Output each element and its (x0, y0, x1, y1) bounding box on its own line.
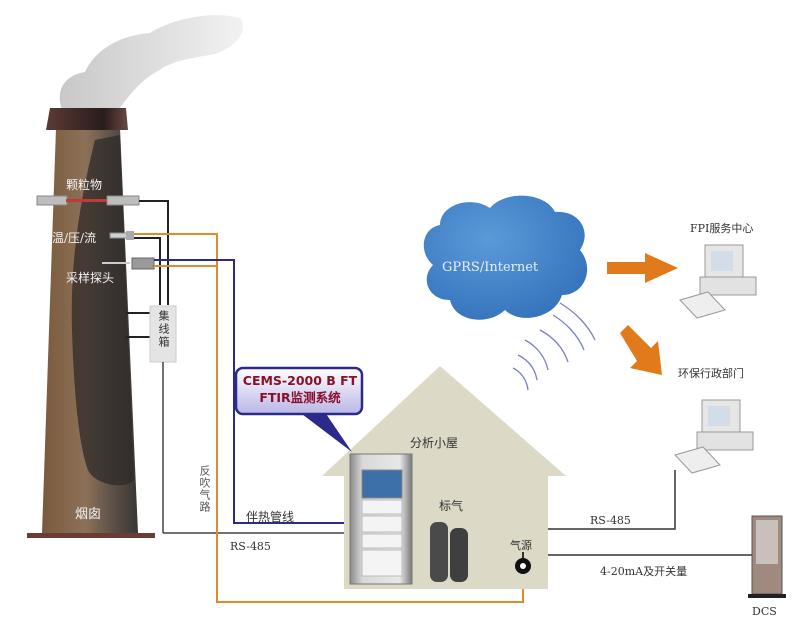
smoke (59, 15, 244, 110)
heated-line-label: 伴热管线 (246, 510, 295, 524)
arrow-to-agency-icon (620, 325, 662, 375)
dcs-server-icon (748, 515, 786, 598)
signal-wires (126, 200, 169, 338)
fpi-computer-icon (679, 244, 757, 319)
sensor-label-probe: 采样探头 (66, 271, 115, 285)
shelter-label: 分析小屋 (410, 436, 459, 450)
sensor-label-tpf: 温/压/流 (52, 231, 97, 245)
chimney-label: 烟囱 (75, 507, 102, 522)
junction-box-label: 集线箱 (157, 310, 170, 349)
analog-io-label: 4-20mA及开关量 (600, 565, 688, 578)
heated-line (154, 259, 345, 524)
calibration-gas-cylinders (430, 522, 468, 582)
callout-line1: CEMS-2000 B FT (242, 373, 358, 388)
fpi-service-label: FPI服务中心 (690, 222, 754, 235)
arrow-to-fpi-icon (607, 253, 678, 283)
cloud-label: GPRS/Internet (442, 260, 539, 275)
rs485-left-label: RS-485 (230, 540, 271, 553)
backflush-line (134, 233, 524, 603)
wireless-signal-icon (512, 302, 596, 391)
sensor-label-particulate: 颗粒物 (66, 178, 103, 192)
dcs-label: DCS (752, 605, 777, 618)
gprs-cloud (423, 195, 588, 320)
rs485-right-label: RS-485 (590, 514, 631, 527)
probe-sensor (102, 257, 155, 270)
callout-text: CEMS-2000 B FT FTIR监测系统 (238, 372, 362, 406)
air-source-label: 气源 (510, 539, 532, 552)
output-lines (548, 470, 752, 556)
chimney (27, 108, 155, 538)
calibration-gas-label: 标气 (439, 499, 464, 513)
system-callout (234, 366, 364, 452)
agency-computer-icon (674, 399, 754, 474)
air-source-valve (515, 552, 531, 574)
callout-line2: FTIR监测系统 (259, 390, 341, 405)
analyzer-cabinet (349, 453, 413, 585)
junction-box (149, 305, 177, 533)
tpf-sensor (109, 231, 134, 240)
env-agency-label: 环保行政部门 (678, 367, 744, 380)
backflush-label: 反吹气路 (198, 465, 211, 513)
